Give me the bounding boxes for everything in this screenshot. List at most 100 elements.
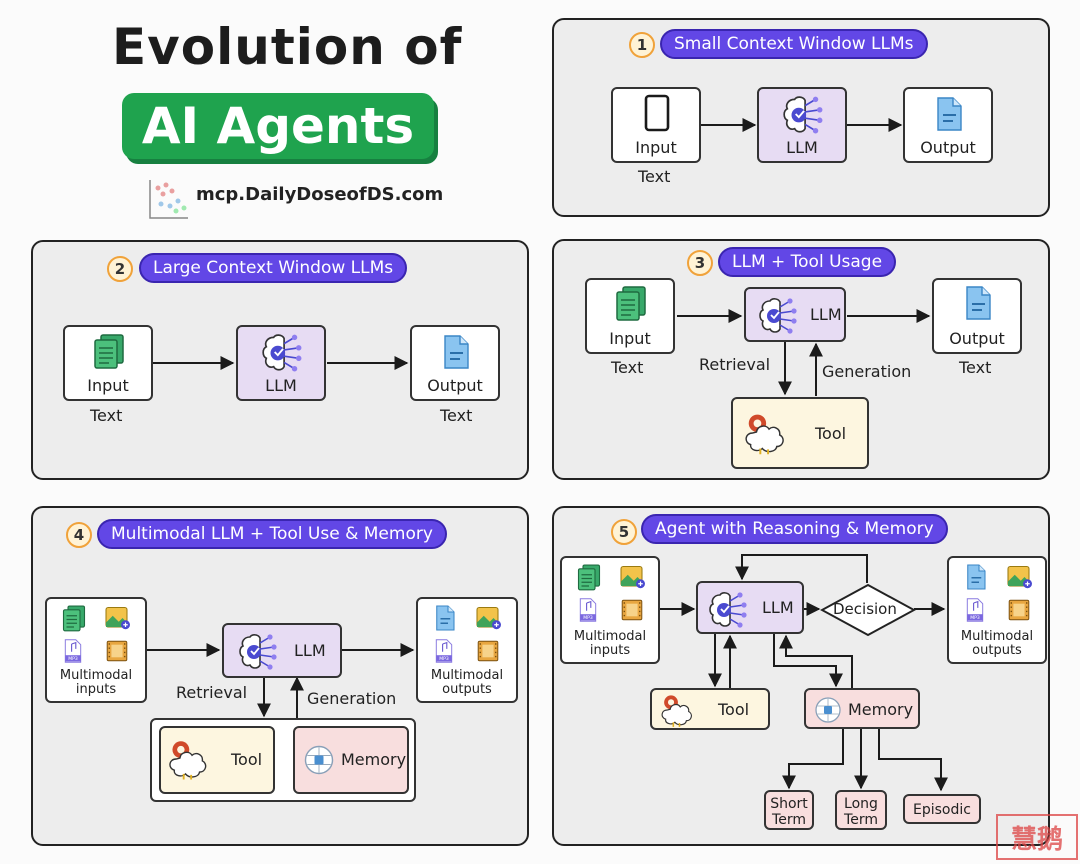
llm-box: LLM	[696, 581, 804, 634]
cloud-gear-icon	[741, 409, 799, 457]
panel-title: Multimodal LLM + Tool Use & Memory	[97, 519, 447, 549]
blank-page-icon	[637, 93, 677, 133]
panel-tool-usage: 3 LLM + Tool Usage Input Text LLM Retrie…	[552, 239, 1050, 480]
audio-file-icon	[59, 637, 87, 665]
input-label: Input	[609, 329, 651, 348]
step-number: 2	[107, 256, 133, 282]
document-icon	[430, 603, 460, 633]
document-icon	[961, 562, 991, 592]
inputs-caption: Multimodal inputs	[573, 629, 647, 658]
step-number: 5	[611, 519, 637, 545]
document-icon	[929, 94, 969, 134]
outputs-caption: Multimodal outputs	[960, 629, 1034, 658]
flow-arrows	[153, 356, 409, 370]
output-box: Output	[932, 278, 1022, 354]
stacked-pages-icon	[59, 603, 89, 633]
memory-type-label: Short Term	[770, 796, 808, 828]
film-icon	[1005, 596, 1033, 624]
panel-large-context: 2 Large Context Window LLMs Input Text L…	[31, 240, 529, 480]
panel-title: Small Context Window LLMs	[660, 29, 928, 59]
brain-network-icon	[706, 587, 750, 631]
retrieval-label: Retrieval	[699, 355, 771, 374]
film-icon	[618, 596, 646, 624]
brain-network-icon	[756, 293, 800, 337]
memory-type-label: Episodic	[913, 802, 971, 818]
multimodal-outputs-box: Multimodal outputs	[947, 556, 1047, 664]
input-box: Input	[611, 87, 701, 163]
flow-arrows	[660, 554, 948, 792]
llm-box: LLM	[744, 287, 846, 342]
stacked-pages-icon	[611, 283, 651, 323]
stacked-pages-icon	[574, 562, 604, 592]
panel-small-context: 1 Small Context Window LLMs Input Text L…	[552, 18, 1050, 217]
stacked-pages-icon	[89, 331, 129, 371]
brain-network-icon	[780, 91, 826, 137]
memory-label: Memory	[341, 750, 407, 769]
flow-arrows	[147, 643, 415, 718]
llm-box: LLM	[757, 87, 847, 163]
tool-box: Tool	[159, 726, 275, 794]
site-url: mcp.DailyDoseofDS.com	[196, 184, 444, 205]
title-line-2: AI Agents	[122, 93, 434, 159]
input-caption: Text	[611, 358, 644, 377]
document-icon	[958, 283, 998, 323]
multimodal-inputs-box: Multimodal inputs	[560, 556, 660, 664]
panel-title: Agent with Reasoning & Memory	[641, 514, 948, 544]
outputs-caption: Multimodal outputs	[430, 668, 504, 697]
image-icon	[618, 562, 648, 592]
inputs-caption: Multimodal inputs	[59, 668, 133, 697]
step-number: 3	[687, 250, 713, 276]
corner-stamp: 慧鹅	[996, 814, 1078, 860]
input-box: Input	[585, 278, 675, 354]
input-caption: Text	[638, 167, 671, 186]
decision-diamond	[820, 583, 916, 637]
generation-label: Generation	[822, 362, 912, 381]
panel-multimodal: 4 Multimodal LLM + Tool Use & Memory Mul…	[31, 506, 529, 846]
input-label: Input	[635, 138, 677, 157]
cloud-gear-icon	[658, 691, 704, 729]
step-number: 4	[66, 522, 92, 548]
panel-title: Large Context Window LLMs	[139, 253, 408, 283]
memory-box: Memory	[293, 726, 409, 794]
tool-label: Tool	[718, 700, 750, 719]
input-label: Input	[87, 376, 129, 395]
audio-file-icon	[430, 637, 458, 665]
tool-box: Tool	[650, 688, 770, 730]
llm-box: LLM	[222, 623, 342, 678]
image-icon	[1005, 562, 1035, 592]
tool-label: Tool	[815, 424, 847, 443]
output-caption: Text	[959, 358, 992, 377]
step-number: 1	[629, 32, 655, 58]
input-caption: Text	[90, 406, 123, 425]
retrieval-label: Retrieval	[176, 683, 248, 702]
memory-type-label: Long Term	[844, 796, 878, 828]
scatter-logo-icon	[149, 180, 188, 219]
llm-box: LLM	[236, 325, 326, 401]
flow-arrows	[677, 309, 931, 396]
llm-label: LLM	[810, 305, 842, 324]
generation-label: Generation	[307, 689, 397, 708]
multimodal-inputs-box: Multimodal inputs	[45, 597, 147, 703]
memory-label: Memory	[848, 700, 914, 719]
output-caption: Text	[440, 406, 473, 425]
llm-label: LLM	[786, 138, 818, 157]
document-icon	[436, 332, 476, 372]
film-icon	[103, 637, 131, 665]
output-label: Output	[920, 138, 976, 157]
tool-label: Tool	[231, 750, 263, 769]
llm-label: LLM	[294, 641, 326, 660]
film-icon	[474, 637, 502, 665]
panel-reasoning-memory: 5 Agent with Reasoning & Memory Multimod…	[552, 506, 1050, 846]
output-box: Output	[410, 325, 500, 401]
output-label: Output	[949, 329, 1005, 348]
memory-type-short-term: Short Term	[764, 790, 814, 830]
audio-file-icon	[961, 596, 989, 624]
brain-network-icon	[259, 329, 305, 375]
multimodal-outputs-box: Multimodal outputs	[416, 597, 518, 703]
memory-type-long-term: Long Term	[835, 790, 887, 830]
brain-chip-icon	[301, 742, 337, 778]
tool-memory-group: Tool Memory	[150, 718, 416, 802]
image-icon	[103, 603, 133, 633]
brain-chip-icon	[812, 694, 844, 726]
cloud-gear-icon	[165, 736, 221, 782]
